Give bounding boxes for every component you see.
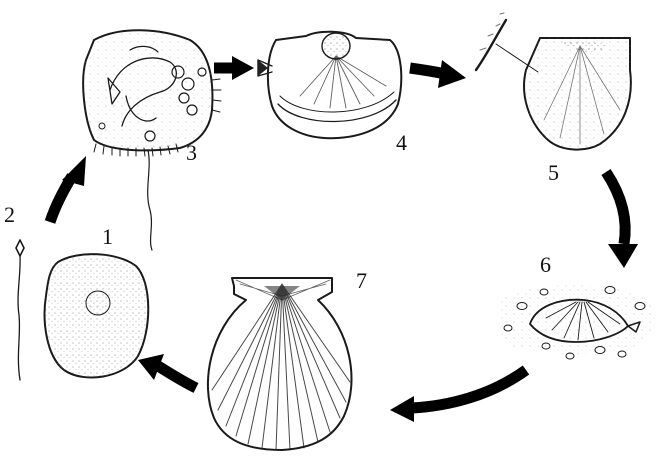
stage-label-1: 1 — [102, 224, 113, 249]
stage-label-5: 5 — [548, 160, 559, 185]
arrow-4-to-5 — [410, 60, 466, 88]
trochophore-larva-illustration — [83, 30, 221, 250]
settling-spat-illustration — [476, 13, 631, 150]
stage-label-6: 6 — [540, 252, 551, 277]
stage-label-3: 3 — [186, 140, 197, 165]
arrow-7-to-1 — [138, 354, 196, 388]
arrow-3-to-4 — [214, 56, 254, 80]
veliger-larva-illustration — [258, 32, 401, 138]
arrow-1-to-3 — [50, 156, 86, 222]
adult-scallop-illustration — [208, 278, 352, 450]
egg-illustration — [45, 254, 149, 377]
juvenile-scallop-illustration — [500, 285, 655, 359]
stage-label-2: 2 — [4, 202, 15, 227]
stage-label-4: 4 — [396, 130, 407, 155]
arrow-5-to-6 — [606, 172, 638, 268]
stage-label-7: 7 — [356, 268, 367, 293]
arrow-6-to-7 — [390, 370, 526, 422]
sperm-illustration — [16, 240, 24, 380]
